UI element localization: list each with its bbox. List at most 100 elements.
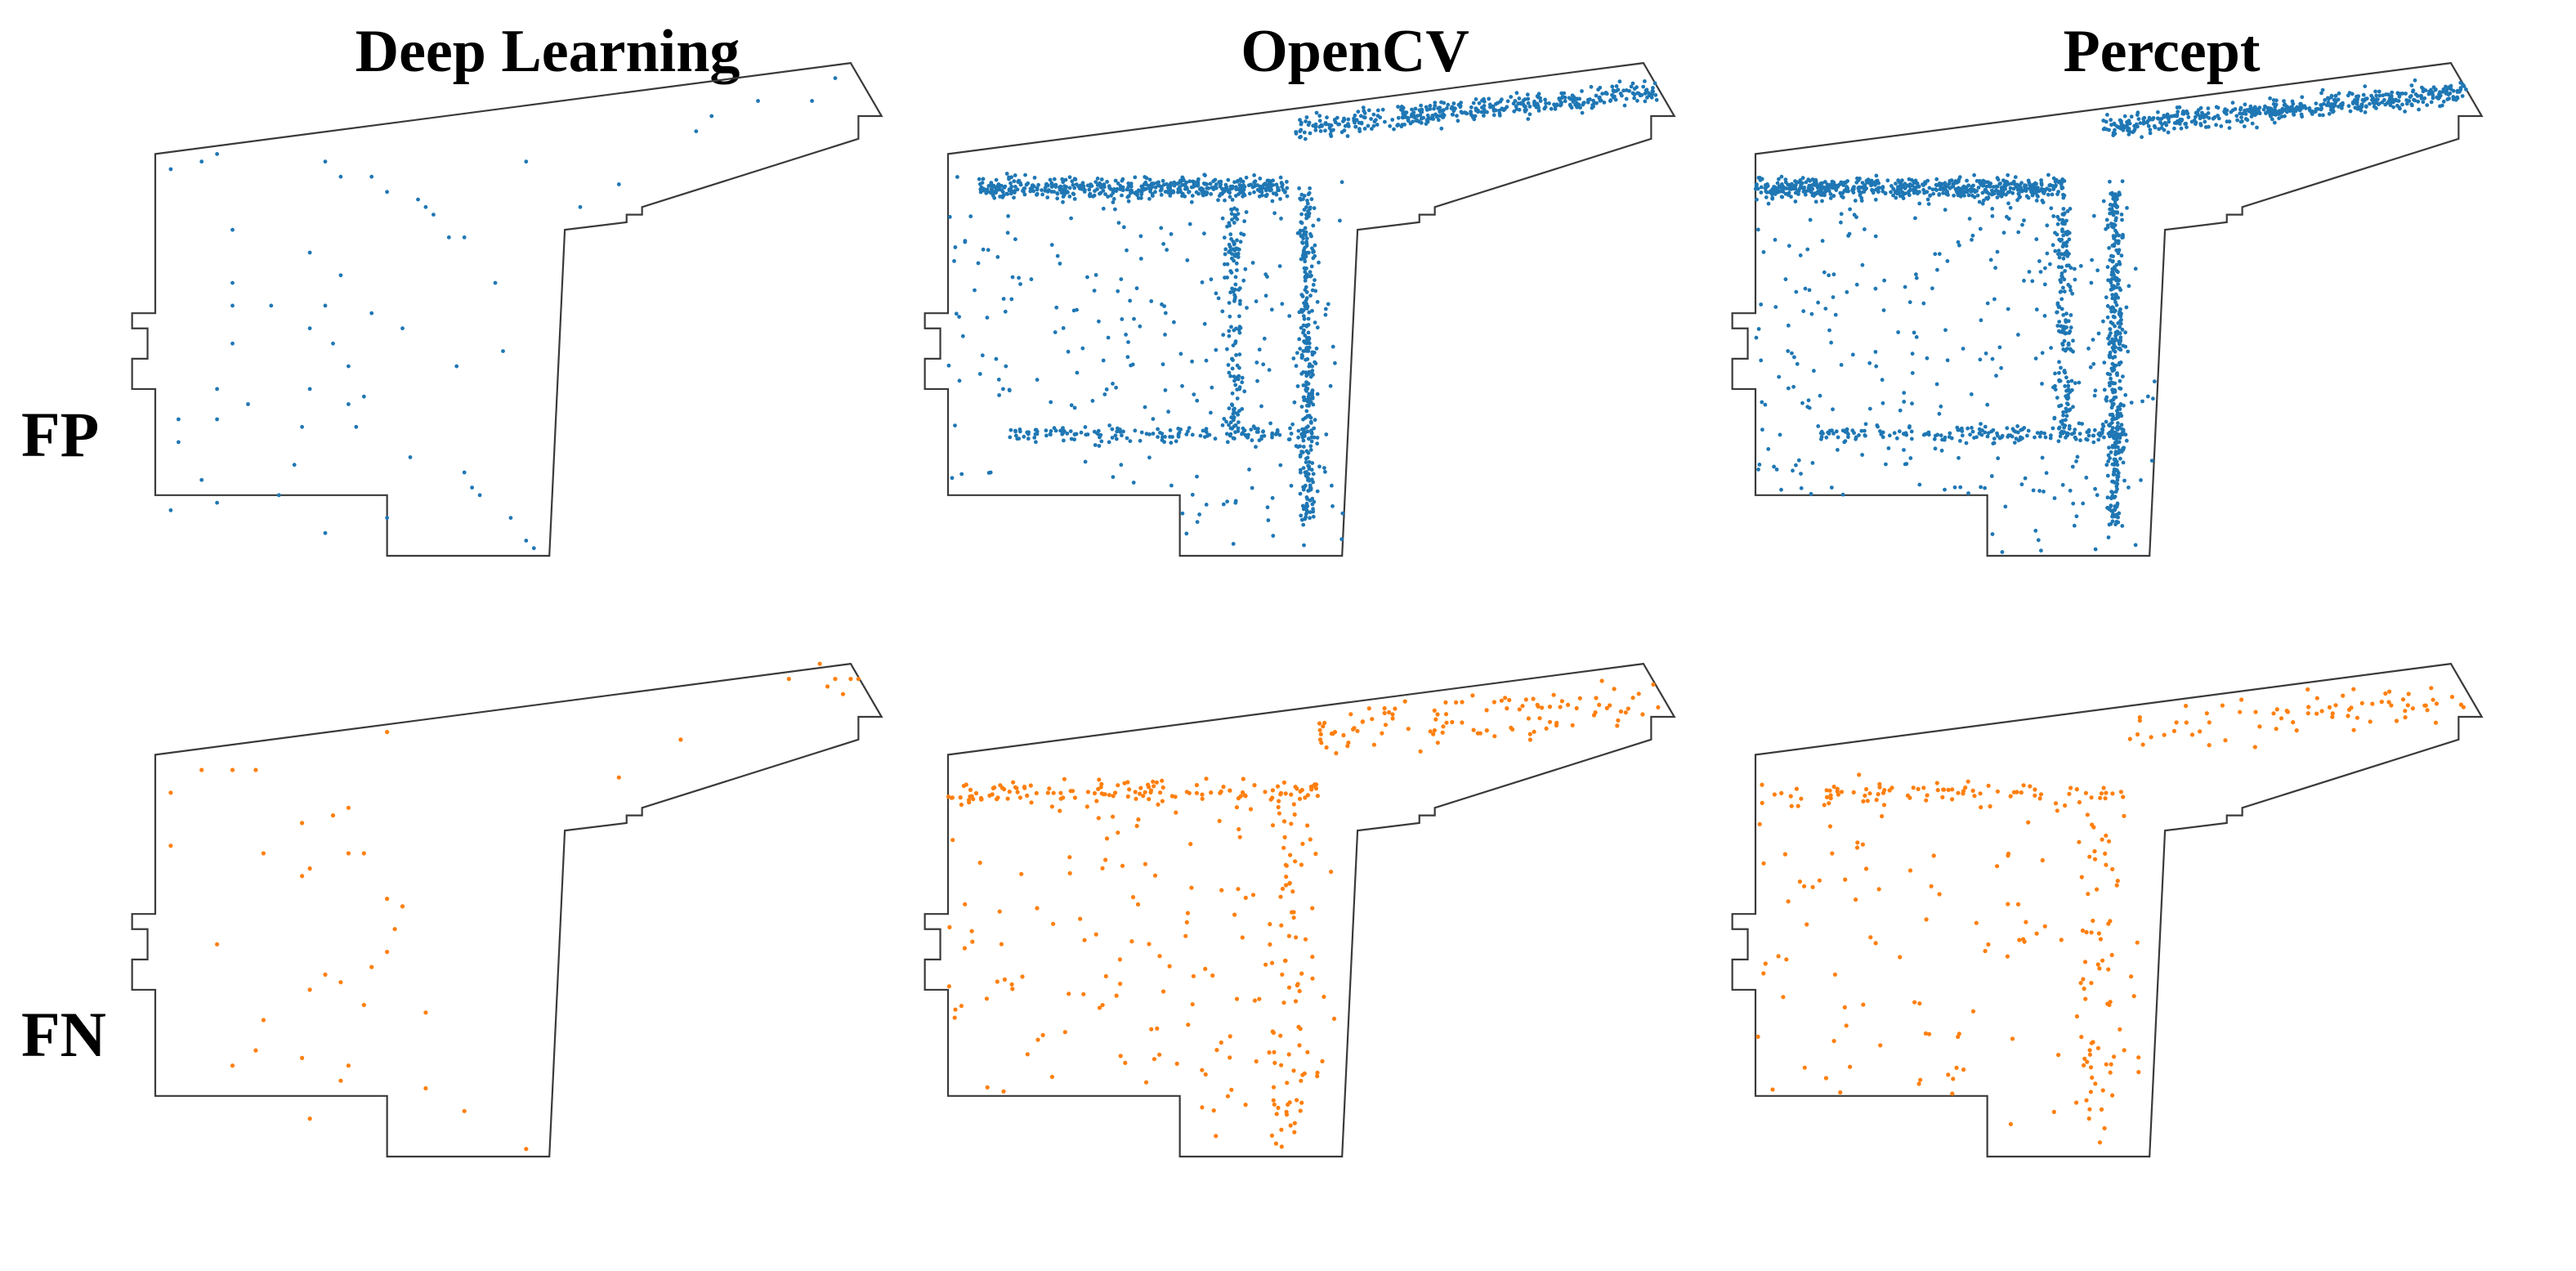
data-point bbox=[2056, 1053, 2061, 1058]
data-point bbox=[2110, 490, 2115, 495]
data-point bbox=[2184, 720, 2189, 725]
data-point bbox=[1146, 782, 1151, 787]
data-point bbox=[1996, 177, 2001, 182]
data-point bbox=[1178, 190, 1183, 195]
data-point bbox=[1219, 789, 1223, 794]
data-point bbox=[1772, 464, 1776, 469]
data-point bbox=[1309, 197, 1314, 202]
data-point bbox=[1099, 177, 1104, 181]
data-point bbox=[1994, 374, 1998, 378]
data-point bbox=[2089, 280, 2094, 285]
data-point bbox=[2149, 459, 2154, 463]
data-point bbox=[2087, 1052, 2092, 1057]
data-point bbox=[1200, 792, 1205, 797]
data-point bbox=[2042, 314, 2047, 318]
data-point bbox=[1072, 405, 1077, 410]
data-point bbox=[2032, 185, 2037, 190]
data-point bbox=[1013, 429, 1017, 434]
data-point bbox=[1755, 197, 1759, 202]
data-point bbox=[1910, 371, 1915, 375]
data-point bbox=[1500, 97, 1504, 102]
data-point bbox=[1232, 299, 1237, 303]
data-point bbox=[1808, 217, 1813, 222]
data-point bbox=[2008, 1121, 2013, 1126]
data-point bbox=[1237, 288, 1241, 292]
data-point bbox=[1125, 436, 1129, 441]
data-point bbox=[2065, 254, 2070, 258]
row-label-fn: FN bbox=[21, 999, 106, 1070]
data-point bbox=[354, 424, 359, 429]
data-point bbox=[1302, 395, 1306, 400]
data-point bbox=[1136, 817, 1141, 822]
data-point bbox=[1811, 192, 1816, 196]
data-point bbox=[1147, 455, 1152, 460]
data-point bbox=[1630, 696, 1635, 700]
data-point bbox=[2080, 422, 2084, 426]
data-point bbox=[2330, 714, 2335, 719]
data-point bbox=[1873, 941, 1878, 946]
data-point bbox=[1312, 499, 1317, 504]
data-point bbox=[1133, 790, 1138, 794]
data-point bbox=[2319, 91, 2323, 96]
data-point bbox=[2118, 378, 2122, 383]
data-point bbox=[1133, 428, 1138, 433]
data-point bbox=[2152, 123, 2157, 128]
data-point bbox=[2135, 732, 2140, 737]
data-point bbox=[2294, 728, 2299, 733]
data-point bbox=[462, 1108, 467, 1113]
data-point bbox=[1067, 175, 1072, 180]
data-point bbox=[1610, 84, 1615, 89]
data-point bbox=[1052, 177, 1057, 181]
data-point bbox=[2115, 440, 2120, 445]
data-point bbox=[2109, 123, 2113, 128]
data-point bbox=[2429, 87, 2433, 92]
data-point bbox=[1903, 181, 1907, 186]
data-point bbox=[1230, 286, 1234, 291]
data-point bbox=[2088, 1090, 2093, 1094]
data-point bbox=[2199, 114, 2204, 119]
data-point bbox=[1250, 438, 1254, 443]
data-point bbox=[2216, 116, 2221, 121]
data-point bbox=[2223, 738, 2228, 743]
data-point bbox=[2394, 98, 2399, 103]
data-point bbox=[2061, 233, 2066, 238]
data-point bbox=[2140, 399, 2144, 404]
data-point bbox=[985, 187, 990, 192]
data-point bbox=[2126, 349, 2131, 354]
data-point bbox=[2120, 217, 2124, 222]
data-point bbox=[1981, 198, 1986, 203]
data-point bbox=[1317, 464, 1322, 469]
data-point bbox=[2290, 105, 2294, 109]
data-point bbox=[1308, 837, 1313, 842]
data-point bbox=[2261, 107, 2266, 112]
data-point bbox=[1996, 456, 2001, 461]
data-point bbox=[2092, 427, 2097, 432]
data-point bbox=[2057, 255, 2062, 260]
data-point bbox=[1446, 102, 1451, 107]
data-point bbox=[2074, 787, 2079, 792]
data-point bbox=[2025, 433, 2029, 438]
data-point bbox=[2062, 277, 2067, 282]
data-point bbox=[2106, 459, 2111, 463]
data-point bbox=[1858, 193, 1863, 198]
data-point bbox=[2373, 89, 2377, 94]
data-point bbox=[1632, 87, 1637, 91]
data-point bbox=[1366, 108, 1371, 113]
data-point bbox=[1288, 1123, 1293, 1128]
data-point bbox=[986, 471, 991, 475]
data-point bbox=[1935, 432, 1940, 437]
data-point bbox=[1632, 92, 1636, 96]
data-point bbox=[1357, 127, 1362, 132]
data-point bbox=[1782, 186, 1787, 190]
data-point bbox=[2048, 262, 2052, 266]
data-point bbox=[1946, 787, 1951, 792]
data-point bbox=[1263, 181, 1268, 186]
data-point bbox=[1596, 87, 1600, 92]
data-point bbox=[1062, 438, 1066, 443]
data-point bbox=[1753, 186, 1758, 191]
data-point bbox=[1599, 98, 1603, 103]
data-point bbox=[2033, 356, 2038, 360]
data-point bbox=[1223, 198, 1227, 203]
data-point bbox=[2068, 785, 2073, 790]
data-point bbox=[1115, 429, 1120, 434]
